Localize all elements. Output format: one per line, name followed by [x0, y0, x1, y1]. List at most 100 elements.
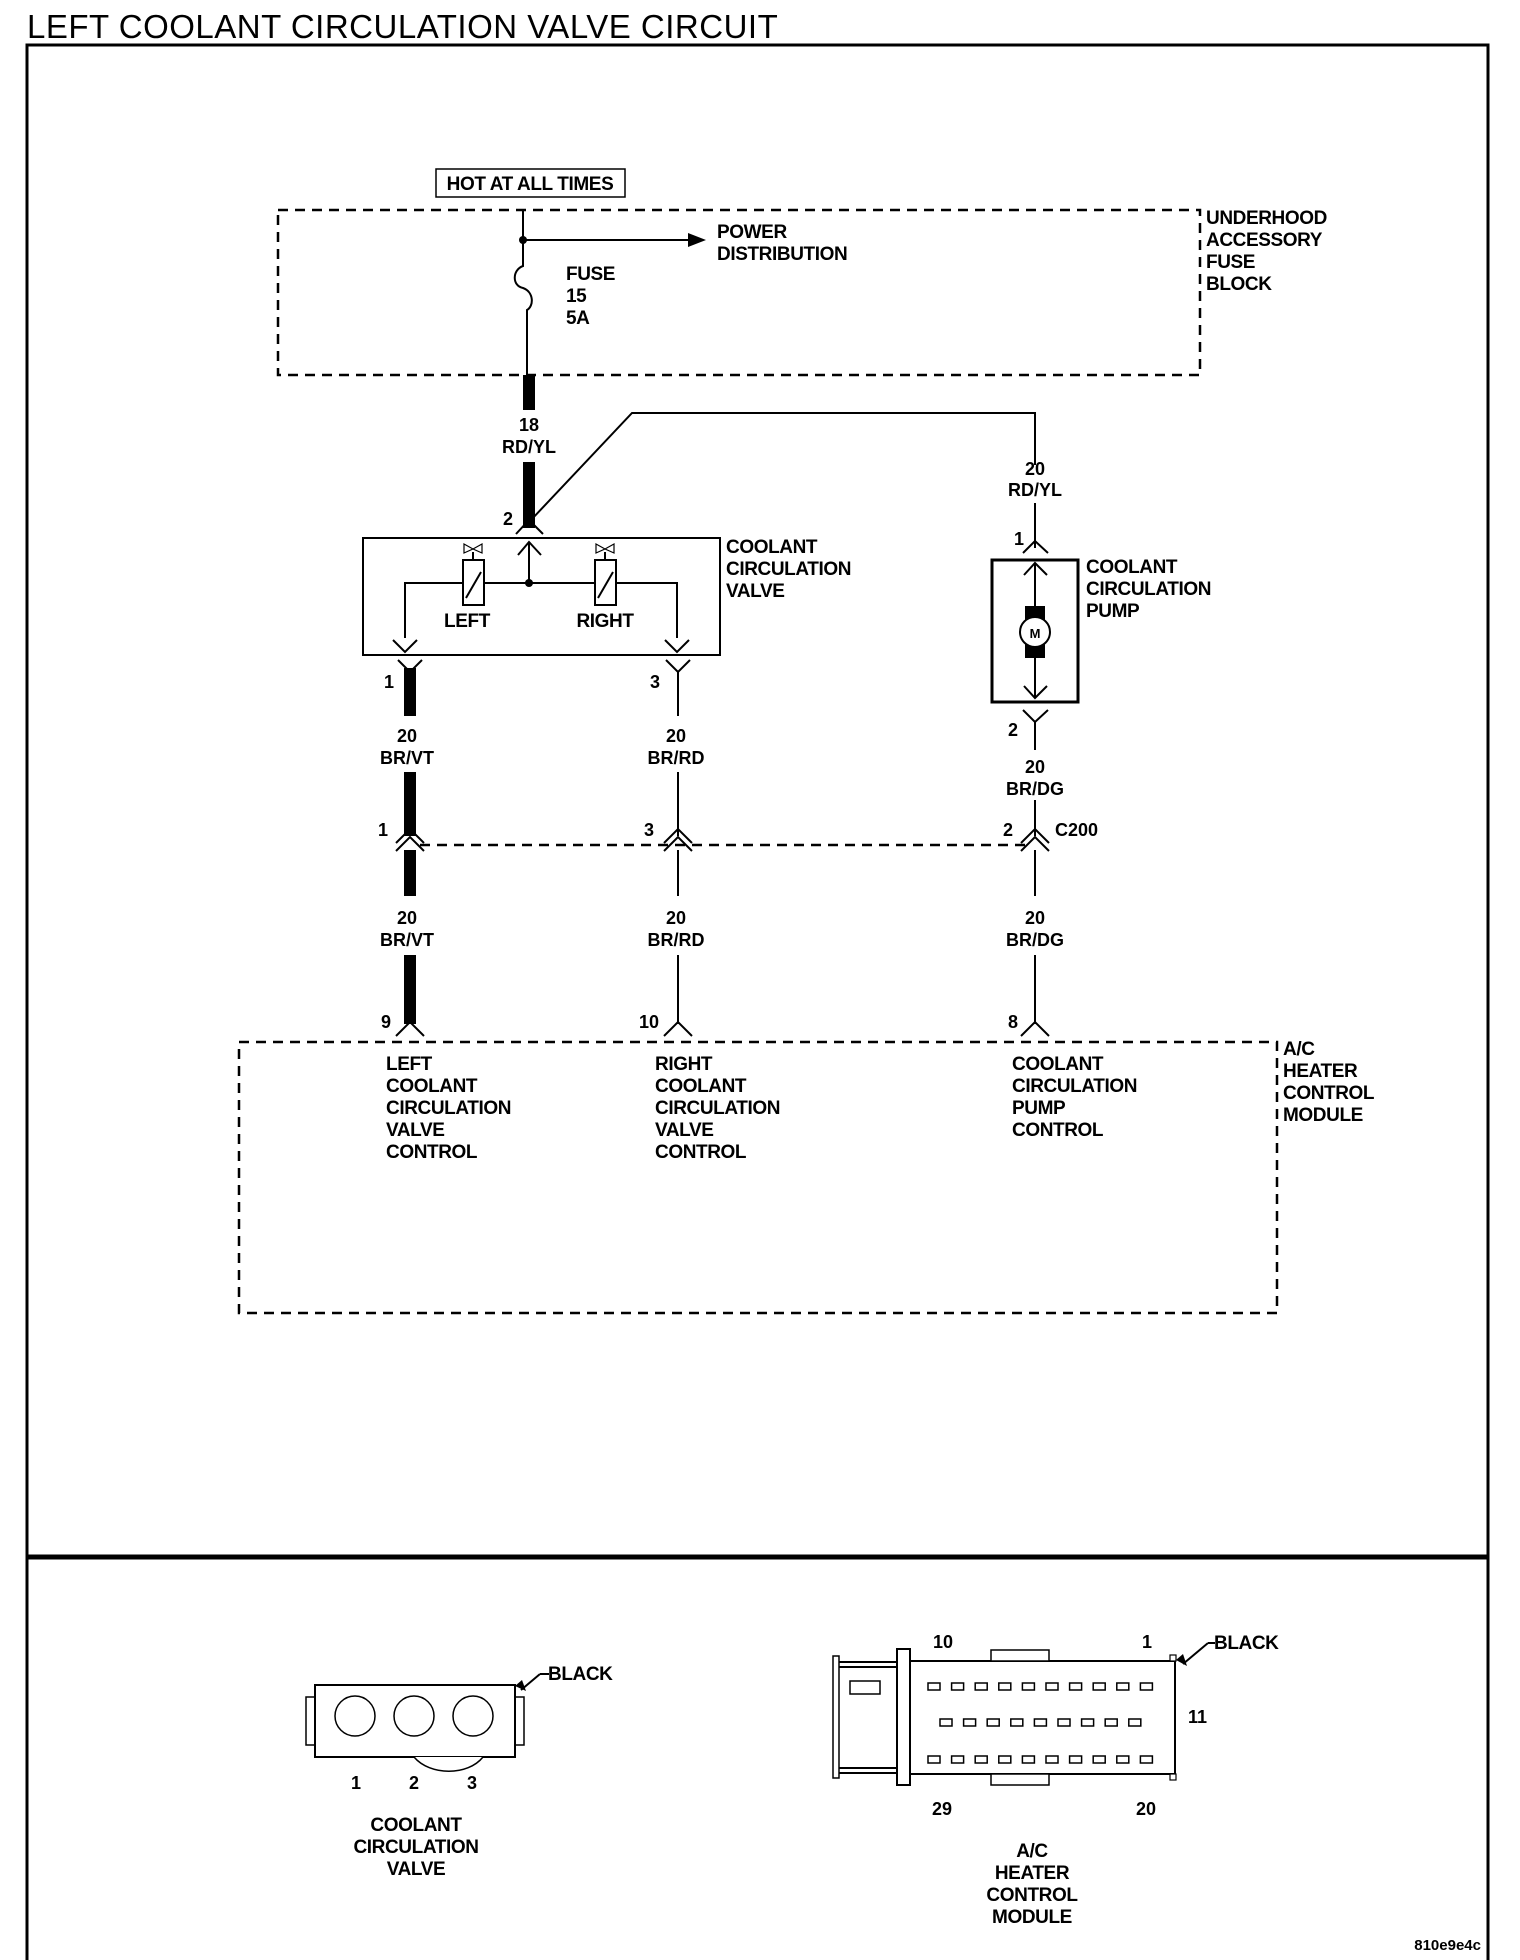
- module-connector-pin-11: 11: [1188, 1707, 1207, 1727]
- svg-text:20: 20: [397, 908, 417, 928]
- fuse-label: FUSE 15 5A: [566, 264, 615, 329]
- connector-cavity: [1021, 1682, 1036, 1691]
- connector-cavity: [1033, 1718, 1048, 1727]
- right-solenoid-icon: [594, 542, 617, 606]
- valve-connector-pin-1: 1: [351, 1773, 361, 1793]
- svg-text:BLACK: BLACK: [1214, 1633, 1279, 1654]
- valve-connector-pin-3: 3: [467, 1773, 477, 1793]
- valve-pin-3-terminal: [665, 659, 691, 674]
- connector-cavity: [1045, 1755, 1059, 1764]
- module-connector-pin-29: 29: [932, 1799, 952, 1819]
- connector-cavity: [1116, 1682, 1130, 1691]
- figure-id: 810e9e4c: [1414, 1937, 1481, 1954]
- connector-cavity: [1057, 1718, 1071, 1727]
- pump-pin-1-terminal: [1022, 539, 1049, 554]
- connector-cavity: [998, 1755, 1012, 1764]
- svg-text:VALVE: VALVE: [655, 1120, 714, 1141]
- svg-text:BLOCK: BLOCK: [1206, 274, 1272, 295]
- svg-text:RD/YL: RD/YL: [502, 437, 556, 457]
- connector-cavity: [1010, 1718, 1024, 1727]
- svg-text:CIRCULATION: CIRCULATION: [655, 1098, 780, 1119]
- pump-control-label: COOLANT CIRCULATION PUMP CONTROL: [1012, 1054, 1137, 1141]
- valve-connector-pin-2: 2: [409, 1773, 419, 1793]
- svg-text:COOLANT: COOLANT: [386, 1076, 478, 1097]
- connector-cavity: [1139, 1682, 1154, 1691]
- valve-pin-3: 3: [650, 672, 660, 692]
- diagram-frame: [25, 43, 1490, 1960]
- connector-cavity: [1139, 1755, 1154, 1764]
- fuse-block-outline: [276, 208, 1202, 377]
- connector-cavity: [1068, 1755, 1083, 1764]
- fuse-block-name: UNDERHOOD ACCESSORY FUSE BLOCK: [1206, 208, 1327, 295]
- connector-cavity: [1092, 1755, 1106, 1764]
- svg-text:5A: 5A: [566, 308, 590, 329]
- connector-cavity: [974, 1682, 988, 1691]
- module-pin-8: 8: [1008, 1012, 1018, 1032]
- svg-text:BR/VT: BR/VT: [380, 748, 434, 768]
- module-name: A/C HEATER CONTROL MODULE: [1283, 1039, 1375, 1126]
- valve-connector-black-callout: BLACK: [515, 1664, 614, 1691]
- pump-wire-lower-label: 20 BR/DG: [1006, 908, 1064, 950]
- connector-cavity: [939, 1718, 953, 1727]
- connector-cavity: [1021, 1755, 1036, 1764]
- svg-text:20: 20: [397, 726, 417, 746]
- svg-text:COOLANT: COOLANT: [1086, 557, 1178, 578]
- valve-right-circuit: [616, 582, 678, 638]
- connector-cavity: [974, 1755, 988, 1764]
- fuse-symbol: [513, 240, 533, 375]
- left-wire-upper-label: 20 BR/VT: [380, 726, 434, 768]
- connector-cavity: [986, 1718, 1000, 1727]
- svg-text:M: M: [1030, 626, 1041, 641]
- svg-text:COOLANT: COOLANT: [655, 1076, 747, 1097]
- svg-text:CONTROL: CONTROL: [1012, 1120, 1104, 1141]
- svg-text:BR/RD: BR/RD: [648, 930, 705, 950]
- svg-text:20: 20: [1025, 908, 1045, 928]
- module-pin-10-terminal: [663, 1020, 693, 1037]
- module-pin-8-terminal: [1020, 1020, 1050, 1037]
- svg-text:CIRCULATION: CIRCULATION: [1086, 579, 1211, 600]
- c200-terminal-3: [663, 827, 693, 852]
- svg-text:DISTRIBUTION: DISTRIBUTION: [717, 244, 847, 265]
- coolant-valve-name: COOLANT CIRCULATION VALVE: [726, 537, 851, 602]
- module-pin-9-terminal: [395, 1020, 425, 1037]
- diagram-title: LEFT COOLANT CIRCULATION VALVE CIRCUIT: [27, 8, 778, 45]
- valve-pin-1: 1: [384, 672, 394, 692]
- connector-cavity: [1128, 1718, 1142, 1727]
- feed-wire-label: 18 RD/YL: [502, 415, 556, 457]
- valve-connector-name: COOLANT CIRCULATION VALVE: [353, 1815, 478, 1880]
- hot-at-all-times-box: HOT AT ALL TIMES: [435, 168, 626, 198]
- connector-cavity: [950, 1755, 965, 1764]
- module-outline: [237, 1040, 1279, 1315]
- left-solenoid-icon: [462, 542, 485, 606]
- svg-text:BR/DG: BR/DG: [1006, 779, 1064, 799]
- c200-terminal-1: [395, 827, 425, 852]
- connector-cavity: [1080, 1718, 1095, 1727]
- svg-text:20: 20: [1025, 757, 1045, 777]
- svg-text:VALVE: VALVE: [387, 1859, 446, 1880]
- valve-left-circuit: [404, 582, 463, 638]
- svg-text:HOT AT ALL TIMES: HOT AT ALL TIMES: [447, 174, 614, 195]
- svg-text:18: 18: [519, 415, 539, 435]
- connector-cavity: [1045, 1682, 1059, 1691]
- svg-text:CIRCULATION: CIRCULATION: [386, 1098, 511, 1119]
- svg-text:RIGHT: RIGHT: [655, 1054, 713, 1075]
- right-valve-control-label: RIGHT COOLANT CIRCULATION VALVE CONTROL: [655, 1054, 780, 1163]
- valve-inner-terminal-left: [392, 639, 418, 654]
- svg-text:HEATER: HEATER: [995, 1863, 1070, 1884]
- valve-pin-2: 2: [503, 509, 513, 529]
- right-wire-lower-label: 20 BR/RD: [648, 908, 705, 950]
- svg-text:A/C: A/C: [1016, 1841, 1048, 1862]
- svg-text:A/C: A/C: [1283, 1039, 1315, 1060]
- coolant-valve-box: [362, 537, 721, 656]
- svg-text:HEATER: HEATER: [1283, 1061, 1358, 1082]
- c200-pin-1: 1: [378, 820, 388, 840]
- svg-text:20: 20: [666, 726, 686, 746]
- svg-text:CIRCULATION: CIRCULATION: [1012, 1076, 1137, 1097]
- power-distribution-label: POWER DISTRIBUTION: [717, 222, 848, 265]
- svg-text:15: 15: [566, 286, 587, 307]
- pump-pin-1: 1: [1014, 529, 1024, 549]
- pump-feed-label: 20 RD/YL: [1008, 459, 1062, 500]
- svg-text:VALVE: VALVE: [726, 581, 785, 602]
- module-connector-cavities: [927, 1682, 1154, 1764]
- svg-text:RD/YL: RD/YL: [1008, 480, 1062, 500]
